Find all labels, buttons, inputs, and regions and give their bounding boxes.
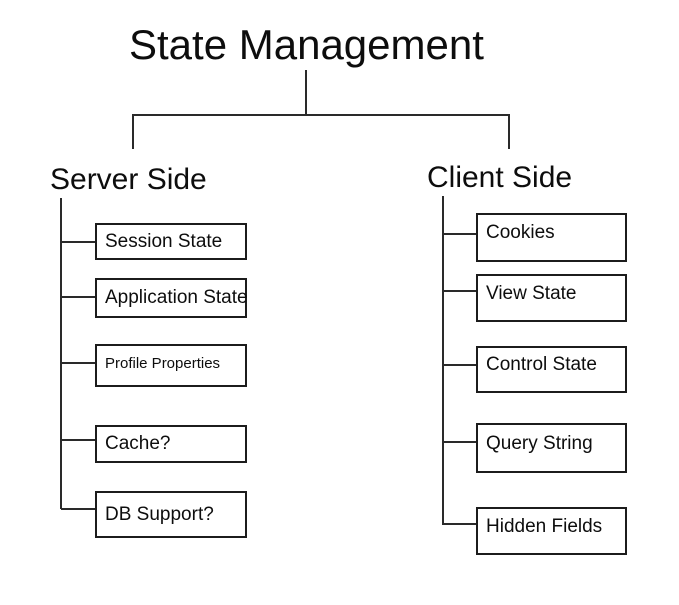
server-twig-profile-properties <box>61 362 95 364</box>
node-session-state-label: Session State <box>105 230 223 252</box>
branch-label-client-side: Client Side <box>427 161 573 194</box>
client-twig-query-string <box>443 441 476 443</box>
client-twig-control-state <box>443 364 476 366</box>
connector-bracket-right-drop <box>508 114 510 149</box>
connector-bracket-left-drop <box>132 114 134 149</box>
node-view-state: View State <box>476 274 627 322</box>
connector-title-stem <box>305 70 307 115</box>
node-db-support: DB Support? <box>95 491 247 538</box>
client-twig-hidden-fields <box>443 523 476 525</box>
node-profile-properties-label: Profile Properties <box>105 355 221 372</box>
server-twig-application-state <box>61 296 95 298</box>
node-cache-label: Cache? <box>105 433 171 454</box>
node-session-state: Session State <box>95 223 247 260</box>
node-view-state-label: View State <box>486 282 577 304</box>
node-query-string-label: Query String <box>486 432 593 454</box>
branch-label-server-side: Server Side <box>50 163 207 196</box>
node-hidden-fields: Hidden Fields <box>476 507 627 555</box>
server-twig-cache <box>61 439 95 441</box>
server-trunk-line <box>60 198 62 509</box>
node-db-support-label: DB Support? <box>105 503 214 525</box>
node-hidden-fields-label: Hidden Fields <box>486 515 603 537</box>
client-twig-cookies <box>443 233 476 235</box>
diagram-title: State Management <box>129 21 484 68</box>
node-cache: Cache? <box>95 425 247 463</box>
node-application-state-label: Application State <box>105 287 248 308</box>
client-trunk-line <box>442 196 444 525</box>
server-twig-db-support <box>61 508 95 510</box>
node-cookies-label: Cookies <box>486 222 555 243</box>
node-profile-properties: Profile Properties <box>95 344 247 387</box>
node-control-state: Control State <box>476 346 627 393</box>
server-twig-session-state <box>61 241 95 243</box>
node-control-state-label: Control State <box>486 354 597 375</box>
client-twig-view-state <box>443 290 476 292</box>
node-query-string: Query String <box>476 423 627 473</box>
node-application-state: Application State <box>95 278 248 318</box>
node-cookies: Cookies <box>476 213 627 262</box>
connector-bracket-horizontal <box>132 114 510 116</box>
